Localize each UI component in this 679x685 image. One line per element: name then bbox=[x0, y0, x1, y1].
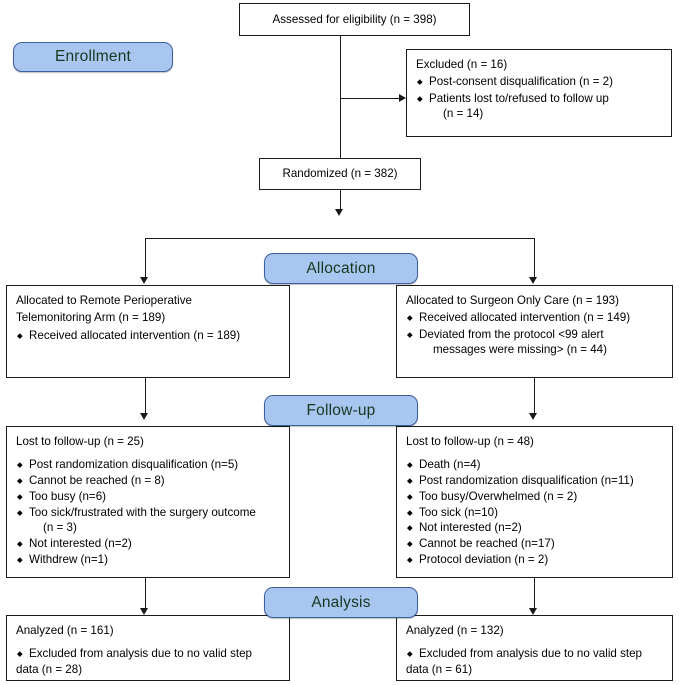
allocation-left-box: Allocated to Remote Perioperative Telemo… bbox=[6, 285, 290, 378]
randomized-text: Randomized (n = 382) bbox=[282, 167, 398, 181]
allocation-right-headline: Allocated to Surgeon Only Care (n = 193) bbox=[406, 294, 619, 307]
list-item: Too sick/frustrated with the surgery out… bbox=[16, 505, 281, 536]
list-item: Received allocated intervention (n = 189… bbox=[16, 328, 281, 343]
allocation-right-box: Allocated to Surgeon Only Care (n = 193)… bbox=[396, 285, 673, 378]
connector-assessed-to-randomized bbox=[340, 36, 341, 158]
followup-left-list: Post randomization disqualification (n=5… bbox=[16, 457, 281, 567]
stage-badge-analysis-label: Analysis bbox=[311, 593, 371, 611]
connector-alloc-right-to-followup bbox=[534, 378, 535, 414]
list-item: Cannot be reached (n = 8) bbox=[16, 473, 281, 488]
arrowhead-split-right bbox=[529, 277, 537, 284]
list-item: Post randomization disqualification (n=5… bbox=[16, 457, 281, 472]
allocation-left-headline-line2: Telemonitoring Arm (n = 189) bbox=[16, 311, 166, 325]
analysis-right-list: Excluded from analysis due to no valid s… bbox=[406, 646, 664, 677]
connector-allocation-split-bar bbox=[145, 238, 535, 239]
list-item: Death (n=4) bbox=[406, 457, 664, 472]
followup-right-headline: Lost to follow-up (n = 48) bbox=[406, 435, 534, 448]
connector-split-right-drop bbox=[534, 238, 535, 278]
randomized-box: Randomized (n = 382) bbox=[259, 158, 421, 190]
analysis-right-headline: Analyzed (n = 132) bbox=[406, 624, 504, 637]
allocation-left-headline-line1: Allocated to Remote Perioperative bbox=[16, 294, 192, 307]
list-item: Deviated from the protocol <99 alert mes… bbox=[406, 327, 664, 358]
arrowhead-alloc-left-to-followup bbox=[140, 413, 148, 420]
connector-followup-left-to-analysis bbox=[145, 578, 146, 609]
list-item: Excluded from analysis due to no valid s… bbox=[406, 646, 664, 677]
assessed-for-eligibility-text: Assessed for eligibility (n = 398) bbox=[272, 12, 437, 26]
stage-badge-analysis: Analysis bbox=[264, 587, 418, 618]
list-item: Received allocated intervention (n = 149… bbox=[406, 310, 664, 325]
list-item: Protocol deviation (n = 2) bbox=[406, 552, 664, 567]
list-item: Too busy (n=6) bbox=[16, 489, 281, 504]
arrowhead-randomized-down bbox=[335, 209, 343, 216]
list-item: Too sick (n=10) bbox=[406, 505, 664, 520]
connector-followup-right-to-analysis bbox=[534, 578, 535, 609]
excluded-list: Post-consent disqualification (n = 2) Pa… bbox=[416, 74, 663, 121]
arrowhead-to-excluded bbox=[399, 94, 406, 102]
followup-right-list: Death (n=4) Post randomization disqualif… bbox=[406, 457, 664, 567]
list-item: Patients lost to/refused to follow up (n… bbox=[416, 91, 663, 122]
stage-badge-followup-label: Follow-up bbox=[306, 401, 376, 419]
arrowhead-split-left bbox=[140, 277, 148, 284]
connector-split-left-drop bbox=[145, 238, 146, 278]
list-item: Cannot be reached (n=17) bbox=[406, 536, 664, 551]
list-item: Not interested (n=2) bbox=[16, 536, 281, 551]
followup-right-box: Lost to follow-up (n = 48) Death (n=4) P… bbox=[396, 426, 673, 578]
list-item: Withdrew (n=1) bbox=[16, 552, 281, 567]
list-item: Excluded from analysis due to no valid s… bbox=[16, 646, 281, 677]
list-item: Post randomization disqualification (n=1… bbox=[406, 473, 664, 488]
stage-badge-allocation-label: Allocation bbox=[306, 259, 376, 277]
excluded-headline: Excluded (n = 16) bbox=[416, 58, 508, 71]
excluded-box: Excluded (n = 16) Post-consent disqualif… bbox=[406, 49, 672, 137]
list-item: Not interested (n=2) bbox=[406, 520, 664, 535]
analysis-left-list: Excluded from analysis due to no valid s… bbox=[16, 646, 281, 677]
connector-to-excluded bbox=[340, 98, 401, 99]
analysis-left-box: Analyzed (n = 161) Excluded from analysi… bbox=[6, 615, 290, 681]
connector-randomized-down bbox=[340, 190, 341, 212]
followup-left-box: Lost to follow-up (n = 25) Post randomiz… bbox=[6, 426, 290, 578]
arrowhead-followup-right-to-analysis bbox=[529, 608, 537, 615]
allocation-left-list: Received allocated intervention (n = 189… bbox=[16, 328, 281, 343]
followup-left-headline: Lost to follow-up (n = 25) bbox=[16, 435, 144, 448]
assessed-for-eligibility-box: Assessed for eligibility (n = 398) bbox=[239, 3, 470, 36]
stage-badge-enrollment-label: Enrollment bbox=[54, 48, 132, 65]
stage-badge-followup: Follow-up bbox=[264, 395, 418, 426]
connector-alloc-left-to-followup bbox=[145, 378, 146, 414]
list-item: Post-consent disqualification (n = 2) bbox=[416, 74, 663, 89]
arrowhead-alloc-right-to-followup bbox=[529, 413, 537, 420]
analysis-left-headline: Analyzed (n = 161) bbox=[16, 624, 114, 637]
arrowhead-followup-left-to-analysis bbox=[140, 608, 148, 615]
analysis-right-box: Analyzed (n = 132) Excluded from analysi… bbox=[396, 615, 673, 681]
stage-badge-allocation: Allocation bbox=[264, 253, 418, 284]
list-item: Too busy/Overwhelmed (n = 2) bbox=[406, 489, 664, 504]
allocation-right-list: Received allocated intervention (n = 149… bbox=[406, 310, 664, 357]
stage-badge-enrollment: Enrollment bbox=[13, 42, 173, 72]
